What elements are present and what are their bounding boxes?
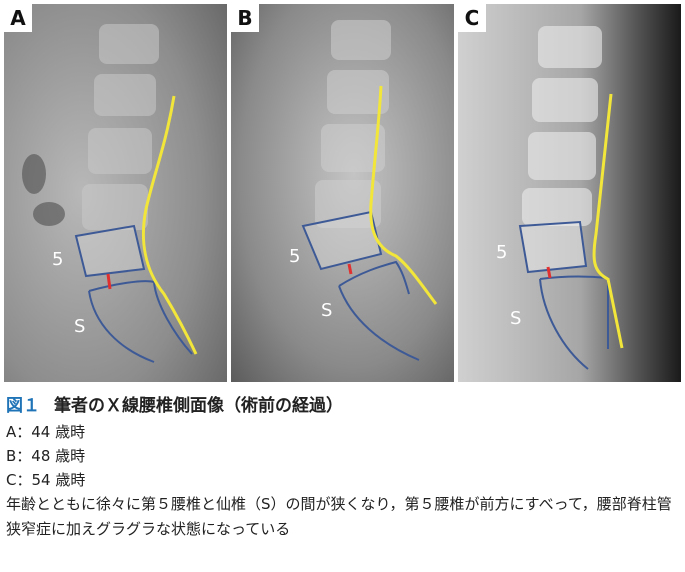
age-line-c: C：54 歳時 <box>6 471 86 489</box>
spinal-line <box>369 85 438 305</box>
caption-title-line: 図１ 筆者のＸ線腰椎側面像（術前の経過） <box>6 392 681 420</box>
vertebra-label-a: 5 <box>52 249 64 270</box>
sacrum-label-a: S <box>74 316 86 337</box>
l5-vertebra-outline <box>518 220 588 274</box>
l5-vertebra-outline <box>74 224 146 278</box>
xray-image-a <box>4 4 227 382</box>
figure-panels: A 5 S B <box>4 4 681 382</box>
panel-label-a: A <box>4 4 32 32</box>
disc-gap-marker <box>546 266 552 279</box>
spinal-line <box>141 95 198 355</box>
vertebra-label-c: 5 <box>496 242 508 263</box>
sacrum-label-b: S <box>321 300 333 321</box>
disc-gap-marker <box>106 273 112 290</box>
panel-label-b: B <box>231 4 259 32</box>
spinal-line <box>592 93 624 349</box>
panel-label-c: C <box>458 4 486 32</box>
xray-image-b <box>231 4 454 382</box>
xray-panel-c: C 5 S <box>458 4 681 382</box>
figure-description: 年齢とともに徐々に第５腰椎と仙椎（S）の間が狭くなり，第５腰椎が前方にすべって，… <box>6 495 672 538</box>
xray-panel-a: A 5 S <box>4 4 227 382</box>
l5-vertebra-outline <box>301 210 383 271</box>
sacrum-label-c: S <box>510 308 522 329</box>
sacrum-outline <box>338 260 420 361</box>
sacrum-outline <box>88 280 193 363</box>
age-line-a: A：44 歳時 <box>6 423 86 441</box>
vertebra-label-b: 5 <box>289 246 301 267</box>
xray-panel-b: B 5 S <box>231 4 454 382</box>
age-line-b: B：48 歳時 <box>6 447 86 465</box>
disc-gap-marker <box>347 263 353 275</box>
figure-title: 筆者のＸ線腰椎側面像（術前の経過） <box>54 396 343 416</box>
xray-image-c <box>458 4 681 382</box>
figure-number: 図１ <box>6 396 40 416</box>
figure-caption: 図１ 筆者のＸ線腰椎側面像（術前の経過） A：44 歳時 B：48 歳時 C：54… <box>6 392 681 542</box>
